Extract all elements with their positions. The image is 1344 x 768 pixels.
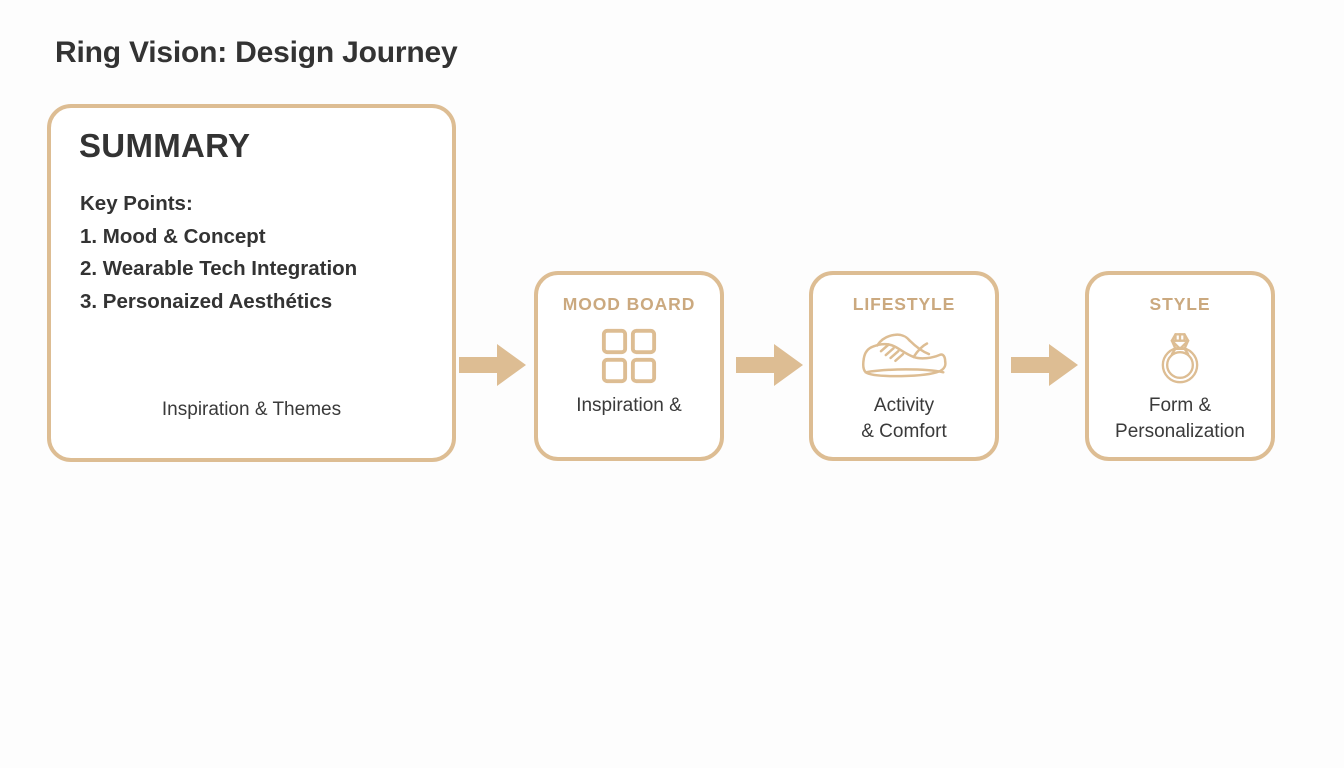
list-item: 1. Mood & Concept — [80, 224, 266, 248]
stage-card-mood-board[interactable]: MOOD BOARD Inspiration & — [534, 271, 724, 461]
stage-caption-line: Form & — [1148, 395, 1212, 416]
diamond-ring-icon — [1089, 325, 1271, 387]
list-item: 3. Personaized Aesthétics — [80, 289, 333, 313]
stage-caption: Activity & Comfort — [813, 393, 995, 444]
stage-caption-line: Activity — [873, 395, 935, 416]
grid-four-squares-icon — [538, 325, 720, 387]
summary-card: SUMMARY Key Points: 1. Mood & Concept 2.… — [47, 104, 456, 462]
summary-heading: SUMMARY — [79, 127, 251, 164]
summary-footer-label: Inspiration & Themes — [161, 399, 342, 420]
page-title: Ring Vision: Design Journey — [55, 36, 458, 69]
key-points-label: Key Points: — [80, 192, 193, 215]
sneaker-shoe-icon — [813, 325, 995, 387]
stage-title: LIFESTYLE — [852, 294, 956, 314]
stage-caption-line: & Comfort — [861, 420, 947, 442]
stage-title: STYLE — [1149, 294, 1211, 314]
summary-key-points-list: Key Points: 1. Mood & Concept 2. Wearabl… — [80, 188, 357, 318]
stage-title: MOOD BOARD — [562, 294, 696, 314]
arrow-right-icon — [1011, 342, 1079, 388]
stage-caption-line: Personalization — [1115, 420, 1245, 442]
stage-card-lifestyle[interactable]: LIFESTYLE Activity & Comfort — [809, 271, 999, 461]
arrow-right-icon — [459, 342, 527, 388]
arrow-right-icon — [736, 342, 804, 388]
stage-card-style[interactable]: STYLE Form & Personalization — [1085, 271, 1275, 461]
stage-caption-line: Inspiration & — [576, 395, 682, 416]
stage-caption: Form & Personalization — [1089, 393, 1271, 444]
stage-caption: Inspiration & — [538, 393, 720, 419]
list-item: 2. Wearable Tech Integration — [80, 257, 358, 281]
